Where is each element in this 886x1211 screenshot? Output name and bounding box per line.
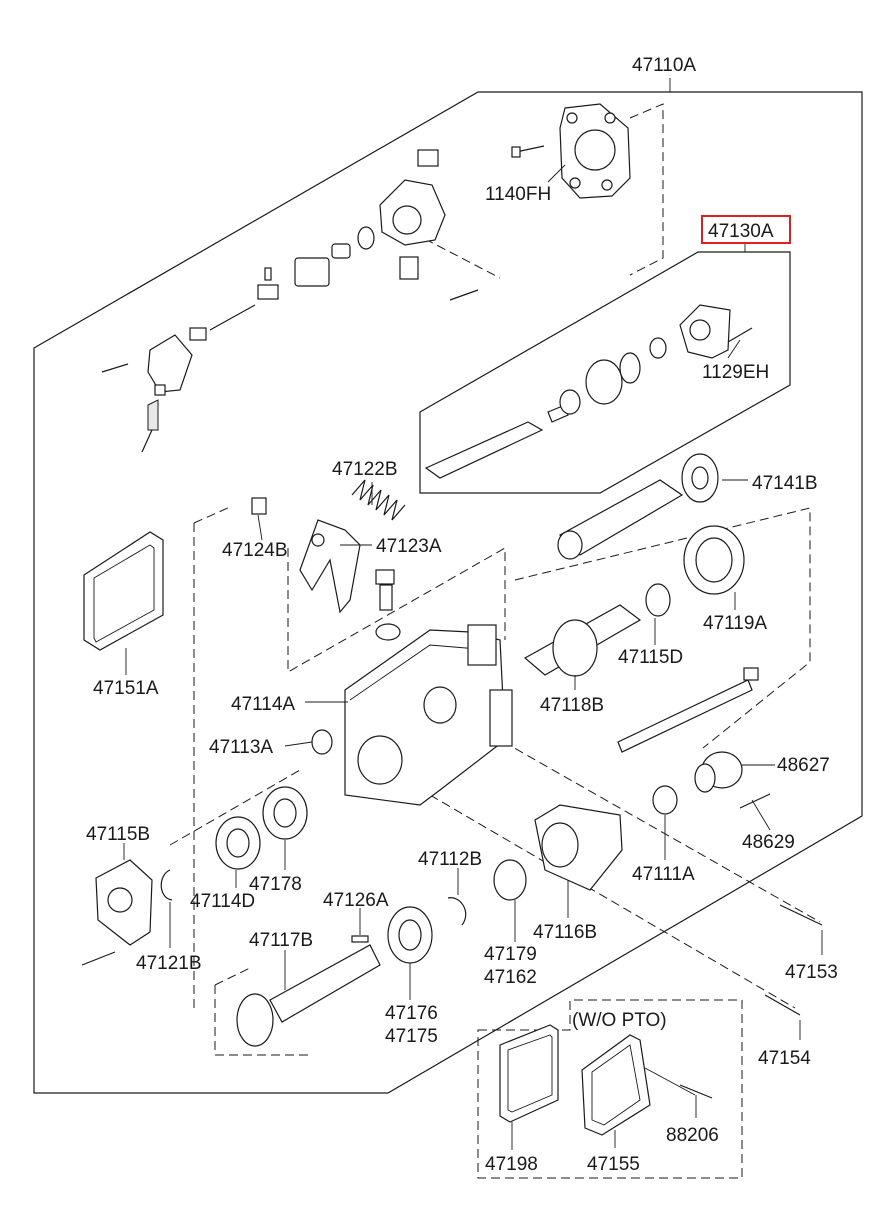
shift-cover-plate [559,103,631,199]
assembly-outline-47110a [33,91,863,1094]
seal-47179 [493,859,527,901]
snap-ring-47121b [160,869,173,901]
label-47114a: 47114A [231,694,295,715]
snap-ring-47112b [447,897,467,926]
label-1140fh: 1140FH [485,184,551,205]
bolt-47153 [779,904,823,926]
cover-47115b [95,859,153,946]
label-47117b: 47117B [249,930,313,951]
highlight-box-47130a [701,215,791,244]
plug-47113a [311,729,333,755]
label-88206: 88206 [666,1125,719,1146]
bushing-48627 [694,751,743,793]
label-47154: 47154 [758,1048,811,1069]
label-47122b: 47122B [332,459,398,480]
key-47126a [351,935,369,943]
label-47130a[interactable]: 47130A [708,221,774,242]
label-47178: 47178 [249,874,302,895]
label-47115b: 47115B [86,824,150,845]
label-47113a: 47113A [209,737,273,758]
bearing-47115d [645,583,671,617]
label-47162: 47162 [484,967,537,988]
spring-47122b [351,479,406,521]
label-47123a: 47123A [376,536,442,557]
shift-fork-47123a [299,519,361,614]
label-47118b: 47118B [540,695,604,716]
label-47115d: 47115D [618,647,683,668]
shift-rail-right [617,667,759,753]
label-47121b: 47121B [136,953,202,974]
bolt-88206 [679,1084,713,1099]
shift-lever-bracket [101,334,193,453]
label-47124b: 47124B [222,540,288,561]
input-shaft-47117b [236,944,381,1047]
label-47119a: 47119A [703,613,767,634]
label-wo-pto: (W/O PTO) [572,1010,667,1031]
label-47111a: 47111A [632,864,695,885]
bolt-48629 [739,793,771,809]
gear-47119a [683,525,745,595]
label-47112b: 47112B [418,849,482,870]
label-47116b: 47116B [533,922,597,943]
transfer-case-47114a [344,624,513,806]
leader-lines [123,164,823,1150]
selector-housing [357,149,446,280]
output-shaft-47130a [424,304,753,479]
label-47114d: 47114D [190,891,255,912]
bearing-47178 [262,786,308,840]
label-47155: 47155 [587,1154,640,1175]
label-47176: 47176 [385,1003,438,1024]
switch-sensor [375,569,401,641]
gasket-47198 [499,1024,559,1123]
retainer-47116b [534,804,623,891]
label-47153: 47153 [785,962,838,983]
shift-rail-parts [189,243,479,341]
label-47110a: 47110A [632,55,696,76]
label-1129eh: 1129EH [702,362,769,383]
label-47151a: 47151A [93,678,159,699]
shaft-47141b [557,479,684,560]
bolt-47154 [764,994,801,1016]
label-48627: 48627 [777,755,830,776]
label-47126a: 47126A [323,890,389,911]
bolt-left [81,951,116,966]
countershaft-47118b [523,604,642,677]
label-48629: 48629 [742,832,795,853]
seal-47111a [652,785,678,815]
subassembly-outline-47130a [419,251,791,494]
label-47179: 47179 [484,944,537,965]
bolt-1140fh [511,145,545,158]
bearing-47114d [215,816,261,870]
gasket-47151a [83,531,164,651]
bearing-47176 [387,906,433,964]
label-47141b: 47141B [752,473,818,494]
label-47198: 47198 [485,1154,538,1175]
cover-47155 [581,1034,651,1136]
gear-47141b [681,453,719,503]
label-47175: 47175 [385,1026,438,1047]
plug-47124b [251,497,267,515]
